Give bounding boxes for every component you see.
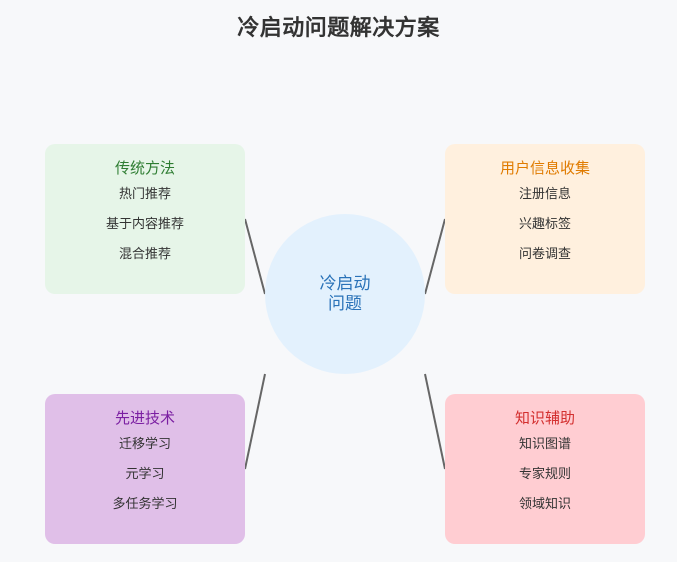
card-item: 混合推荐	[118, 247, 171, 262]
connector-user-info	[424, 218, 446, 295]
card-item: 知识图谱	[518, 437, 571, 452]
connector-knowledge	[424, 373, 446, 470]
card-title: 先进技术	[114, 409, 175, 427]
card-item: 热门推荐	[118, 187, 171, 202]
card-traditional-methods: 传统方法 热门推荐 基于内容推荐 混合推荐	[45, 144, 245, 294]
card-item: 注册信息	[518, 187, 571, 202]
card-item: 基于内容推荐	[105, 217, 184, 232]
center-label-line1: 冷启动	[319, 274, 371, 294]
card-item: 迁移学习	[118, 437, 171, 452]
card-item: 多任务学习	[112, 497, 178, 512]
card-item: 兴趣标签	[518, 217, 571, 232]
center-node: 冷启动 问题	[265, 214, 425, 374]
card-item: 专家规则	[518, 467, 571, 482]
connector-traditional	[244, 218, 266, 295]
card-item: 元学习	[125, 467, 165, 482]
card-advanced-techniques: 先进技术 迁移学习 元学习 多任务学习	[45, 394, 245, 544]
connector-advanced	[244, 373, 266, 470]
card-title: 传统方法	[114, 159, 175, 177]
card-item: 问卷调查	[518, 247, 571, 262]
card-knowledge-assisted: 知识辅助 知识图谱 专家规则 领域知识	[445, 394, 645, 544]
diagram-title: 冷启动问题解决方案	[237, 16, 440, 41]
card-title: 用户信息收集	[499, 159, 590, 177]
card-item: 领域知识	[518, 497, 571, 512]
center-label-line2: 问题	[328, 294, 362, 314]
card-user-info-collection: 用户信息收集 注册信息 兴趣标签 问卷调查	[445, 144, 645, 294]
card-title: 知识辅助	[514, 409, 575, 427]
